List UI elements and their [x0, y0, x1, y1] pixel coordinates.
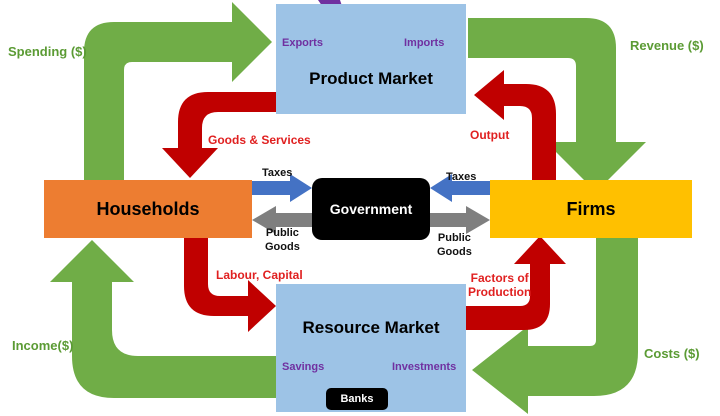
revenue-label: Revenue ($): [630, 38, 704, 53]
product-market-box: Product Market: [276, 4, 466, 114]
firms-box: Firms: [490, 180, 692, 238]
taxes-left-label: Taxes: [262, 167, 293, 179]
factors-line-1: Factors of: [470, 271, 529, 285]
taxes-right-label: Taxes: [446, 171, 477, 183]
factors-production-arrow: [466, 236, 566, 330]
banks-label: Banks: [340, 393, 374, 405]
costs-arrow: [472, 238, 638, 414]
goods-services-label: Goods & Services: [208, 133, 311, 147]
public-goods-left-arrow: [252, 206, 312, 234]
revenue-arrow: [468, 18, 646, 192]
public-right-line-1: Public: [437, 232, 471, 244]
public-goods-right-arrow: [430, 206, 490, 234]
public-goods-right-label: Public Goods: [437, 231, 472, 259]
exports-label: Exports: [282, 37, 323, 49]
banks-box: Banks: [326, 388, 388, 410]
taxes-right-arrow: [430, 174, 490, 202]
output-label: Output: [470, 128, 510, 142]
savings-label: Savings: [282, 361, 325, 373]
factors-production-label: Factors of Production: [468, 271, 531, 299]
imports-label: Imports: [404, 37, 445, 49]
taxes-left-arrow: [252, 174, 312, 202]
factors-line-2: Production: [468, 285, 532, 299]
spending-label: Spending ($): [8, 44, 87, 59]
goods-services-arrow: [162, 92, 276, 178]
labour-capital-label: Labour, Capital: [216, 268, 303, 282]
government-box: Government: [312, 178, 430, 240]
households-box: Households: [44, 180, 252, 238]
public-goods-left-label: Public Goods: [265, 226, 300, 254]
public-right-line-2: Goods: [437, 246, 472, 258]
income-arrow: [50, 240, 276, 398]
resource-market-label: Resource Market: [302, 318, 440, 337]
costs-label: Costs ($): [644, 346, 700, 361]
public-left-line-1: Public: [265, 227, 299, 239]
firms-label: Firms: [566, 198, 616, 219]
product-market-label: Product Market: [309, 69, 433, 88]
public-left-line-2: Goods: [265, 241, 300, 253]
spending-arrow: [84, 2, 272, 180]
labour-capital-arrow: [184, 238, 276, 332]
investments-label: Investments: [392, 361, 457, 373]
government-label: Government: [329, 201, 413, 217]
output-arrow: [474, 70, 556, 180]
households-label: Households: [96, 198, 200, 219]
income-label: Income($): [12, 338, 74, 353]
